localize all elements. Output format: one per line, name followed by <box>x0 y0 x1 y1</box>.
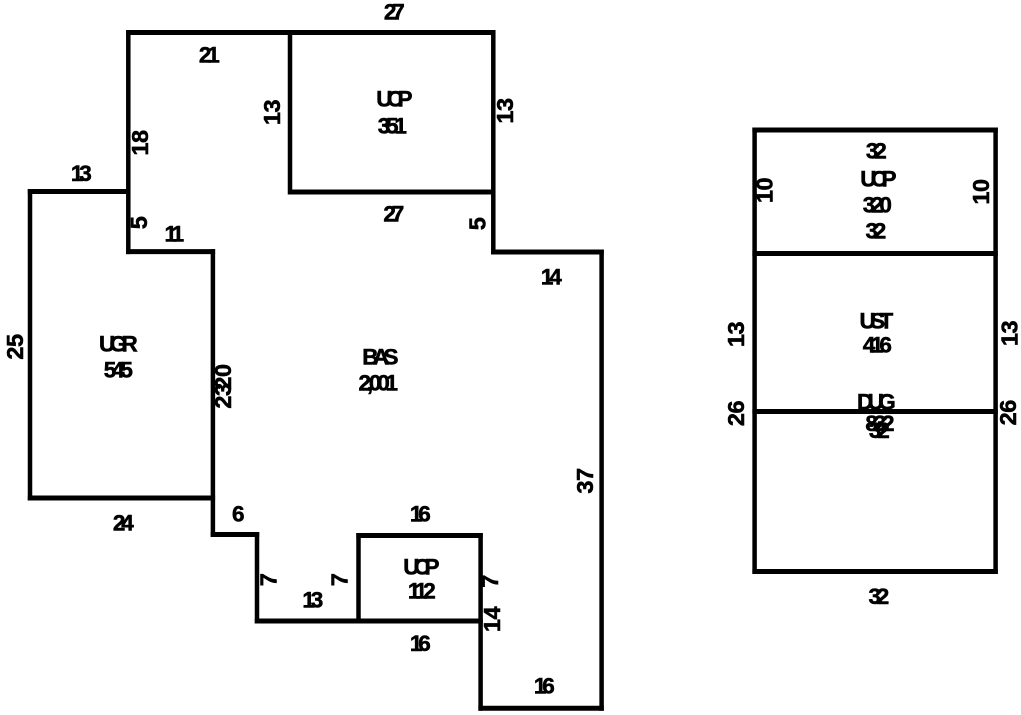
svg-text:37: 37 <box>572 468 598 494</box>
svg-text:UCP: UCP <box>860 167 896 192</box>
svg-text:13: 13 <box>492 98 518 124</box>
svg-text:25: 25 <box>2 334 28 360</box>
svg-text:26: 26 <box>723 401 749 427</box>
svg-text:14: 14 <box>541 265 562 290</box>
svg-text:14: 14 <box>479 607 505 633</box>
svg-text:351: 351 <box>378 114 407 139</box>
svg-text:UST: UST <box>859 309 893 334</box>
svg-text:112: 112 <box>408 579 435 604</box>
svg-text:545: 545 <box>104 358 133 383</box>
svg-text:6: 6 <box>232 502 244 527</box>
svg-text:16: 16 <box>534 674 554 699</box>
svg-text:7: 7 <box>477 575 503 588</box>
svg-text:7: 7 <box>256 573 282 586</box>
svg-text:UCP: UCP <box>376 87 412 112</box>
svg-text:16: 16 <box>410 631 430 656</box>
svg-text:18: 18 <box>127 130 153 156</box>
svg-text:7: 7 <box>327 573 353 586</box>
svg-text:UGR: UGR <box>99 332 138 357</box>
svg-text:11: 11 <box>165 222 184 247</box>
svg-text:24: 24 <box>113 511 134 536</box>
svg-text:13: 13 <box>259 100 285 126</box>
svg-text:26: 26 <box>995 400 1021 426</box>
svg-text:10: 10 <box>968 179 994 205</box>
svg-text:27: 27 <box>384 0 404 25</box>
svg-text:23: 23 <box>210 383 236 409</box>
svg-text:13: 13 <box>71 161 91 186</box>
svg-text:10: 10 <box>752 178 778 204</box>
svg-text:27: 27 <box>383 202 403 227</box>
svg-text:21: 21 <box>199 43 219 68</box>
svg-text:5: 5 <box>465 217 491 230</box>
svg-text:5: 5 <box>126 216 152 229</box>
svg-text:UCP: UCP <box>403 555 439 580</box>
svg-text:32: 32 <box>868 584 888 609</box>
svg-text:13: 13 <box>723 322 749 348</box>
svg-text:2,001: 2,001 <box>359 371 398 396</box>
svg-text:20: 20 <box>210 364 236 390</box>
svg-text:32: 32 <box>865 219 885 244</box>
svg-text:416: 416 <box>863 333 892 358</box>
svg-text:16: 16 <box>410 502 430 527</box>
svg-text:BAS: BAS <box>362 345 398 370</box>
svg-text:13: 13 <box>302 588 322 613</box>
svg-text:32: 32 <box>866 139 886 164</box>
svg-text:13: 13 <box>997 321 1021 347</box>
svg-text:320: 320 <box>863 193 892 218</box>
